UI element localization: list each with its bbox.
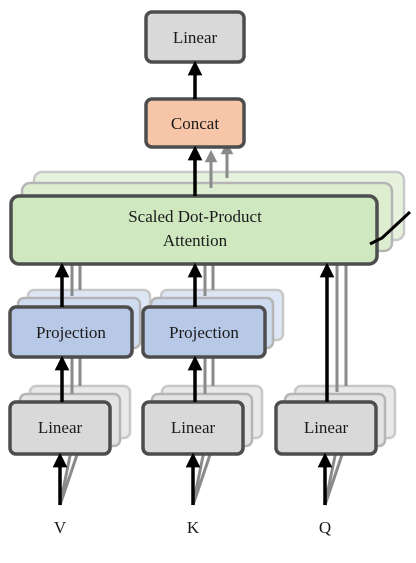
input-q-label: Q [319, 518, 331, 537]
linear-k-label: Linear [171, 418, 216, 437]
attention-label-line2: Attention [163, 231, 228, 250]
concat-box: Concat [144, 97, 246, 149]
linear-box-q: Linear [274, 400, 378, 456]
linear-v-label: Linear [38, 418, 83, 437]
top-linear-box: Linear [144, 10, 246, 64]
attention-box: Scaled Dot-Product Attention [9, 194, 379, 266]
projection-box-k: Projection [141, 305, 267, 359]
linear-box-v: Linear [8, 400, 112, 456]
linear-box-k: Linear [141, 400, 245, 456]
input-v-label: V [54, 518, 67, 537]
linear-q-label: Linear [304, 418, 349, 437]
head-count-slash-mark [369, 210, 412, 246]
top-linear-label: Linear [173, 28, 218, 47]
projection-v-label: Projection [36, 323, 106, 342]
input-k-label: K [187, 518, 200, 537]
projection-box-v: Projection [8, 305, 134, 359]
attention-label-line1: Scaled Dot-Product [128, 207, 262, 226]
primary-arrows [52, 60, 335, 505]
projection-k-label: Projection [169, 323, 239, 342]
concat-label: Concat [171, 114, 219, 133]
